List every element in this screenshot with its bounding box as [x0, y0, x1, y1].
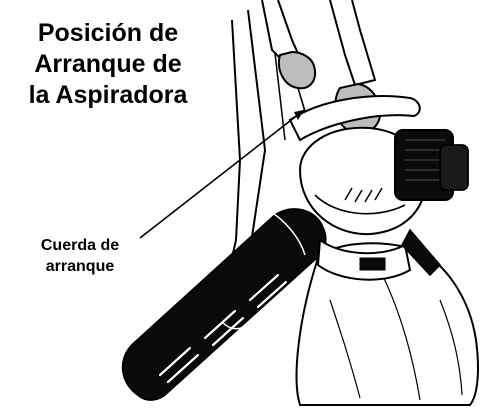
title-line-2: Arranque de	[2, 49, 214, 80]
right-arm	[330, 0, 375, 85]
label-line-1: Cuerda de	[6, 235, 154, 256]
left-arm	[262, 0, 300, 60]
starter-rope-label: Cuerda de arranque	[6, 235, 154, 277]
left-glove	[279, 52, 315, 88]
label-line-2: arranque	[6, 256, 154, 277]
title-line-1: Posición de	[2, 18, 214, 49]
title-line-3: la Aspiradora	[2, 80, 214, 111]
page-title: Posición de Arranque de la Aspiradora	[2, 18, 214, 111]
engine-housing	[300, 128, 468, 280]
